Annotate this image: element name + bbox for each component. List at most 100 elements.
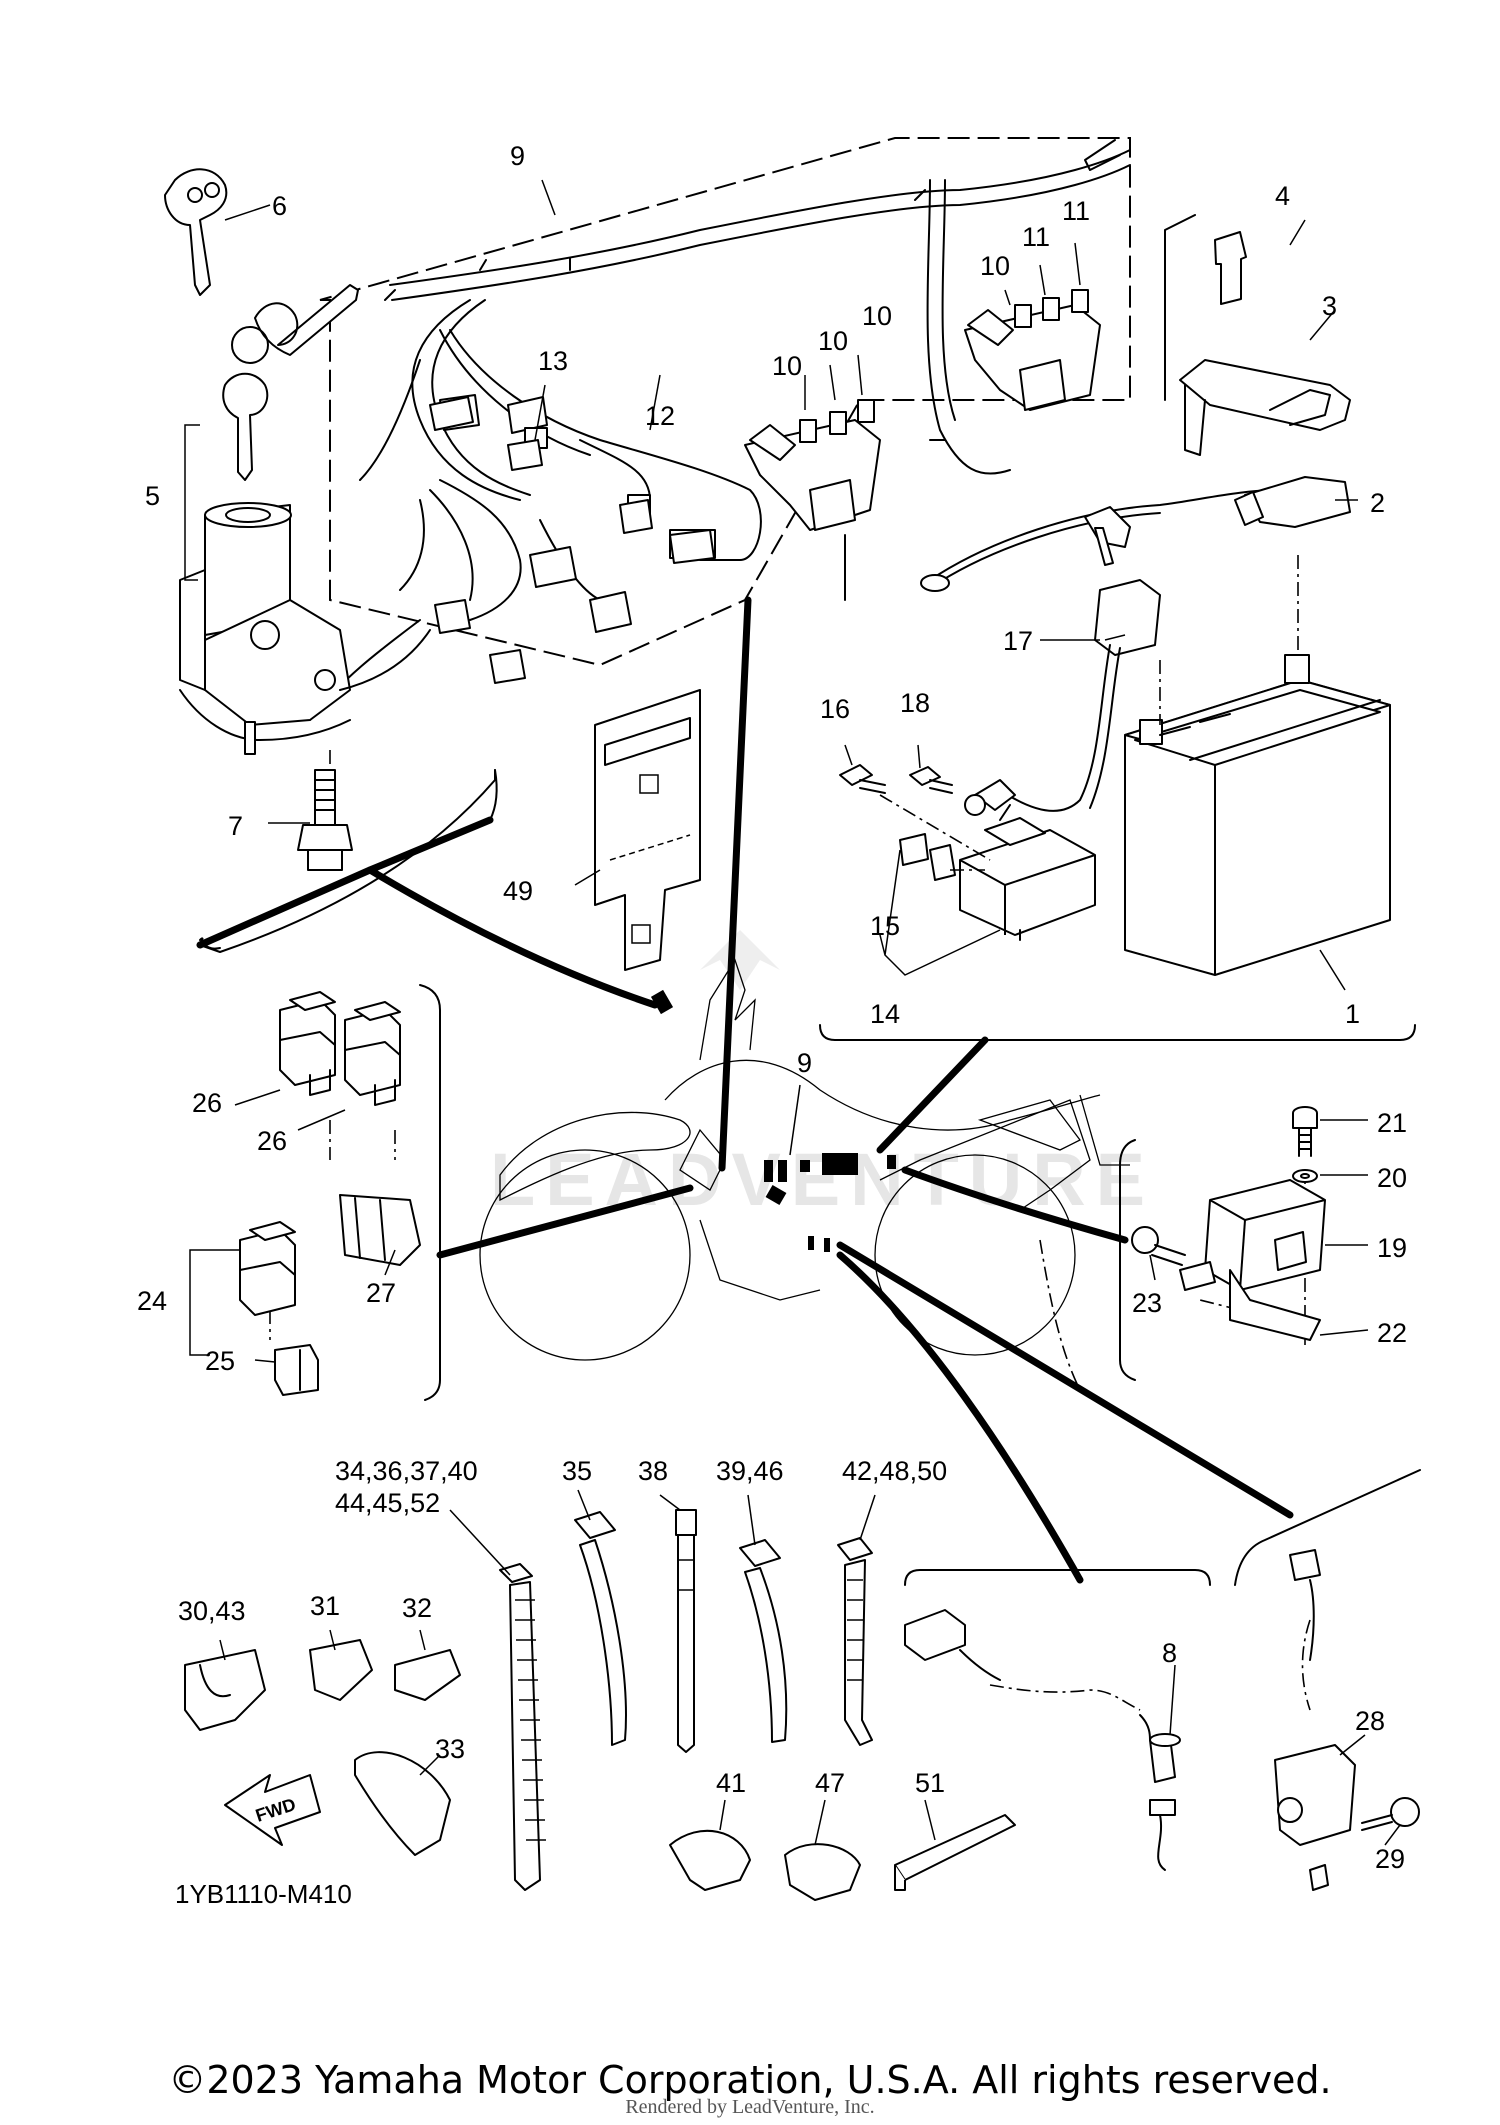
coupler-27: [339, 1194, 421, 1266]
callout-10a: 10: [980, 251, 1010, 281]
callout-38: 38: [638, 1456, 668, 1486]
clamp-47: [784, 1843, 861, 1901]
leader-lines: [184, 179, 1401, 1846]
harness-location-mark: [800, 1160, 810, 1172]
battery-band-3: [1179, 359, 1351, 456]
callout-9-top: 9: [510, 141, 525, 171]
callout-26a: 26: [192, 1088, 222, 1118]
callout-51: 51: [915, 1768, 945, 1798]
key-single: [164, 168, 228, 296]
screw-29: [1361, 1797, 1420, 1831]
callout-22: 22: [1377, 1318, 1407, 1348]
harness-location-mark: [824, 1238, 830, 1252]
coupler-26a: [279, 991, 336, 1096]
harness-location-mark: [822, 1153, 858, 1175]
callout-17: 17: [1003, 626, 1033, 656]
cable-tie-42: [837, 1537, 873, 1746]
callouts: 9 6 4 11 11 10 3 10 10 10 13 12 5 2 17 1…: [137, 141, 1407, 1874]
callout-29: 29: [1375, 1844, 1405, 1874]
callout-12: 12: [645, 401, 675, 431]
key-pair: [222, 284, 359, 481]
callout-1: 1: [1345, 999, 1360, 1029]
callout-44-52: 44,45,52: [335, 1488, 440, 1518]
diagram-code: 1YB1110-M410: [175, 1879, 352, 1909]
callout-3: 3: [1322, 291, 1337, 321]
battery-cable-2: [920, 476, 1351, 592]
wiring-label-49: [594, 689, 701, 971]
harness-location-mark: [650, 989, 674, 1015]
clamp-30: [184, 1649, 266, 1731]
group-brackets: [199, 769, 1421, 1586]
callout-49: 49: [503, 876, 533, 906]
main-switch: [179, 502, 431, 755]
callout-23: 23: [1132, 1288, 1162, 1318]
protector-51: [894, 1814, 1016, 1891]
fwd-arrow-icon: FWD: [224, 1774, 321, 1846]
relay-12: [619, 499, 715, 564]
cable-tie-35: [574, 1511, 627, 1746]
clamp-32: [394, 1649, 461, 1701]
plus-lead-17: [964, 579, 1161, 816]
watermark-text: LEADVENTURE: [490, 1138, 1155, 1221]
fixing-4: [1164, 214, 1247, 401]
cable-tie-34: [499, 1563, 546, 1891]
relay-13: [429, 396, 543, 471]
callout-15: 15: [870, 911, 900, 941]
cable-tie-38: [675, 1509, 697, 1753]
callout-39-46: 39,46: [716, 1456, 784, 1486]
neutral-switch-8: [904, 1609, 1181, 1871]
callout-5: 5: [145, 481, 160, 511]
callout-27: 27: [366, 1278, 396, 1308]
callout-31: 31: [310, 1591, 340, 1621]
coupler-25: [274, 1344, 319, 1396]
callout-4: 4: [1275, 181, 1290, 211]
group-lines: [196, 596, 1294, 1584]
fuse-box-left: [744, 399, 881, 601]
harness-location-mark: [887, 1155, 896, 1169]
callout-42-50: 42,48,50: [842, 1456, 947, 1486]
watermark-logo: [700, 930, 780, 990]
callout-25: 25: [205, 1346, 235, 1376]
harness-location-mark: [778, 1160, 787, 1182]
callout-6: 6: [272, 191, 287, 221]
fuse-box-right: [964, 289, 1101, 411]
clamp-31: [309, 1639, 373, 1701]
callout-18: 18: [900, 688, 930, 718]
callout-2: 2: [1370, 488, 1385, 518]
bolt-18: [909, 766, 953, 794]
copyright-notice: ©2023 Yamaha Motor Corporation, U.S.A. A…: [168, 2058, 1332, 2102]
callout-32: 32: [402, 1593, 432, 1623]
coupler-26b: [344, 1001, 401, 1106]
sensor-group-19: [1179, 1179, 1326, 1341]
callout-28: 28: [1355, 1706, 1385, 1736]
harness-location-mark: [765, 1184, 787, 1206]
clamp-33: [354, 1751, 451, 1856]
harness-location-mark: [764, 1160, 773, 1182]
fuse-15: [899, 833, 929, 866]
harness-location-mark: [808, 1236, 814, 1250]
screw-21: [1292, 1106, 1318, 1157]
bolt-23: [1131, 1226, 1186, 1266]
callout-13: 13: [538, 346, 568, 376]
callout-26b: 26: [257, 1126, 287, 1156]
callout-11b: 11: [1022, 222, 1050, 252]
callout-30-43: 30,43: [178, 1596, 246, 1626]
washer-20: [1292, 1169, 1318, 1183]
callout-41: 41: [716, 1768, 746, 1798]
battery-1: [1124, 654, 1391, 976]
callout-10c: 10: [818, 326, 848, 356]
callout-8: 8: [1162, 1638, 1177, 1668]
starter-relay-14: [929, 804, 1096, 941]
rendered-by-notice: Rendered by LeadVenture, Inc.: [625, 2096, 875, 2118]
callout-21: 21: [1377, 1108, 1407, 1138]
callout-7: 7: [228, 811, 243, 841]
callout-20: 20: [1377, 1163, 1407, 1193]
callout-16: 16: [820, 694, 850, 724]
watermark-layer: LEADVENTURE: [490, 930, 1155, 1221]
callout-35: 35: [562, 1456, 592, 1486]
switch-28: [1274, 1549, 1356, 1891]
callout-34-40: 34,36,37,40: [335, 1456, 478, 1486]
cable-tie-39: [739, 1539, 788, 1743]
callout-10d: 10: [772, 351, 802, 381]
